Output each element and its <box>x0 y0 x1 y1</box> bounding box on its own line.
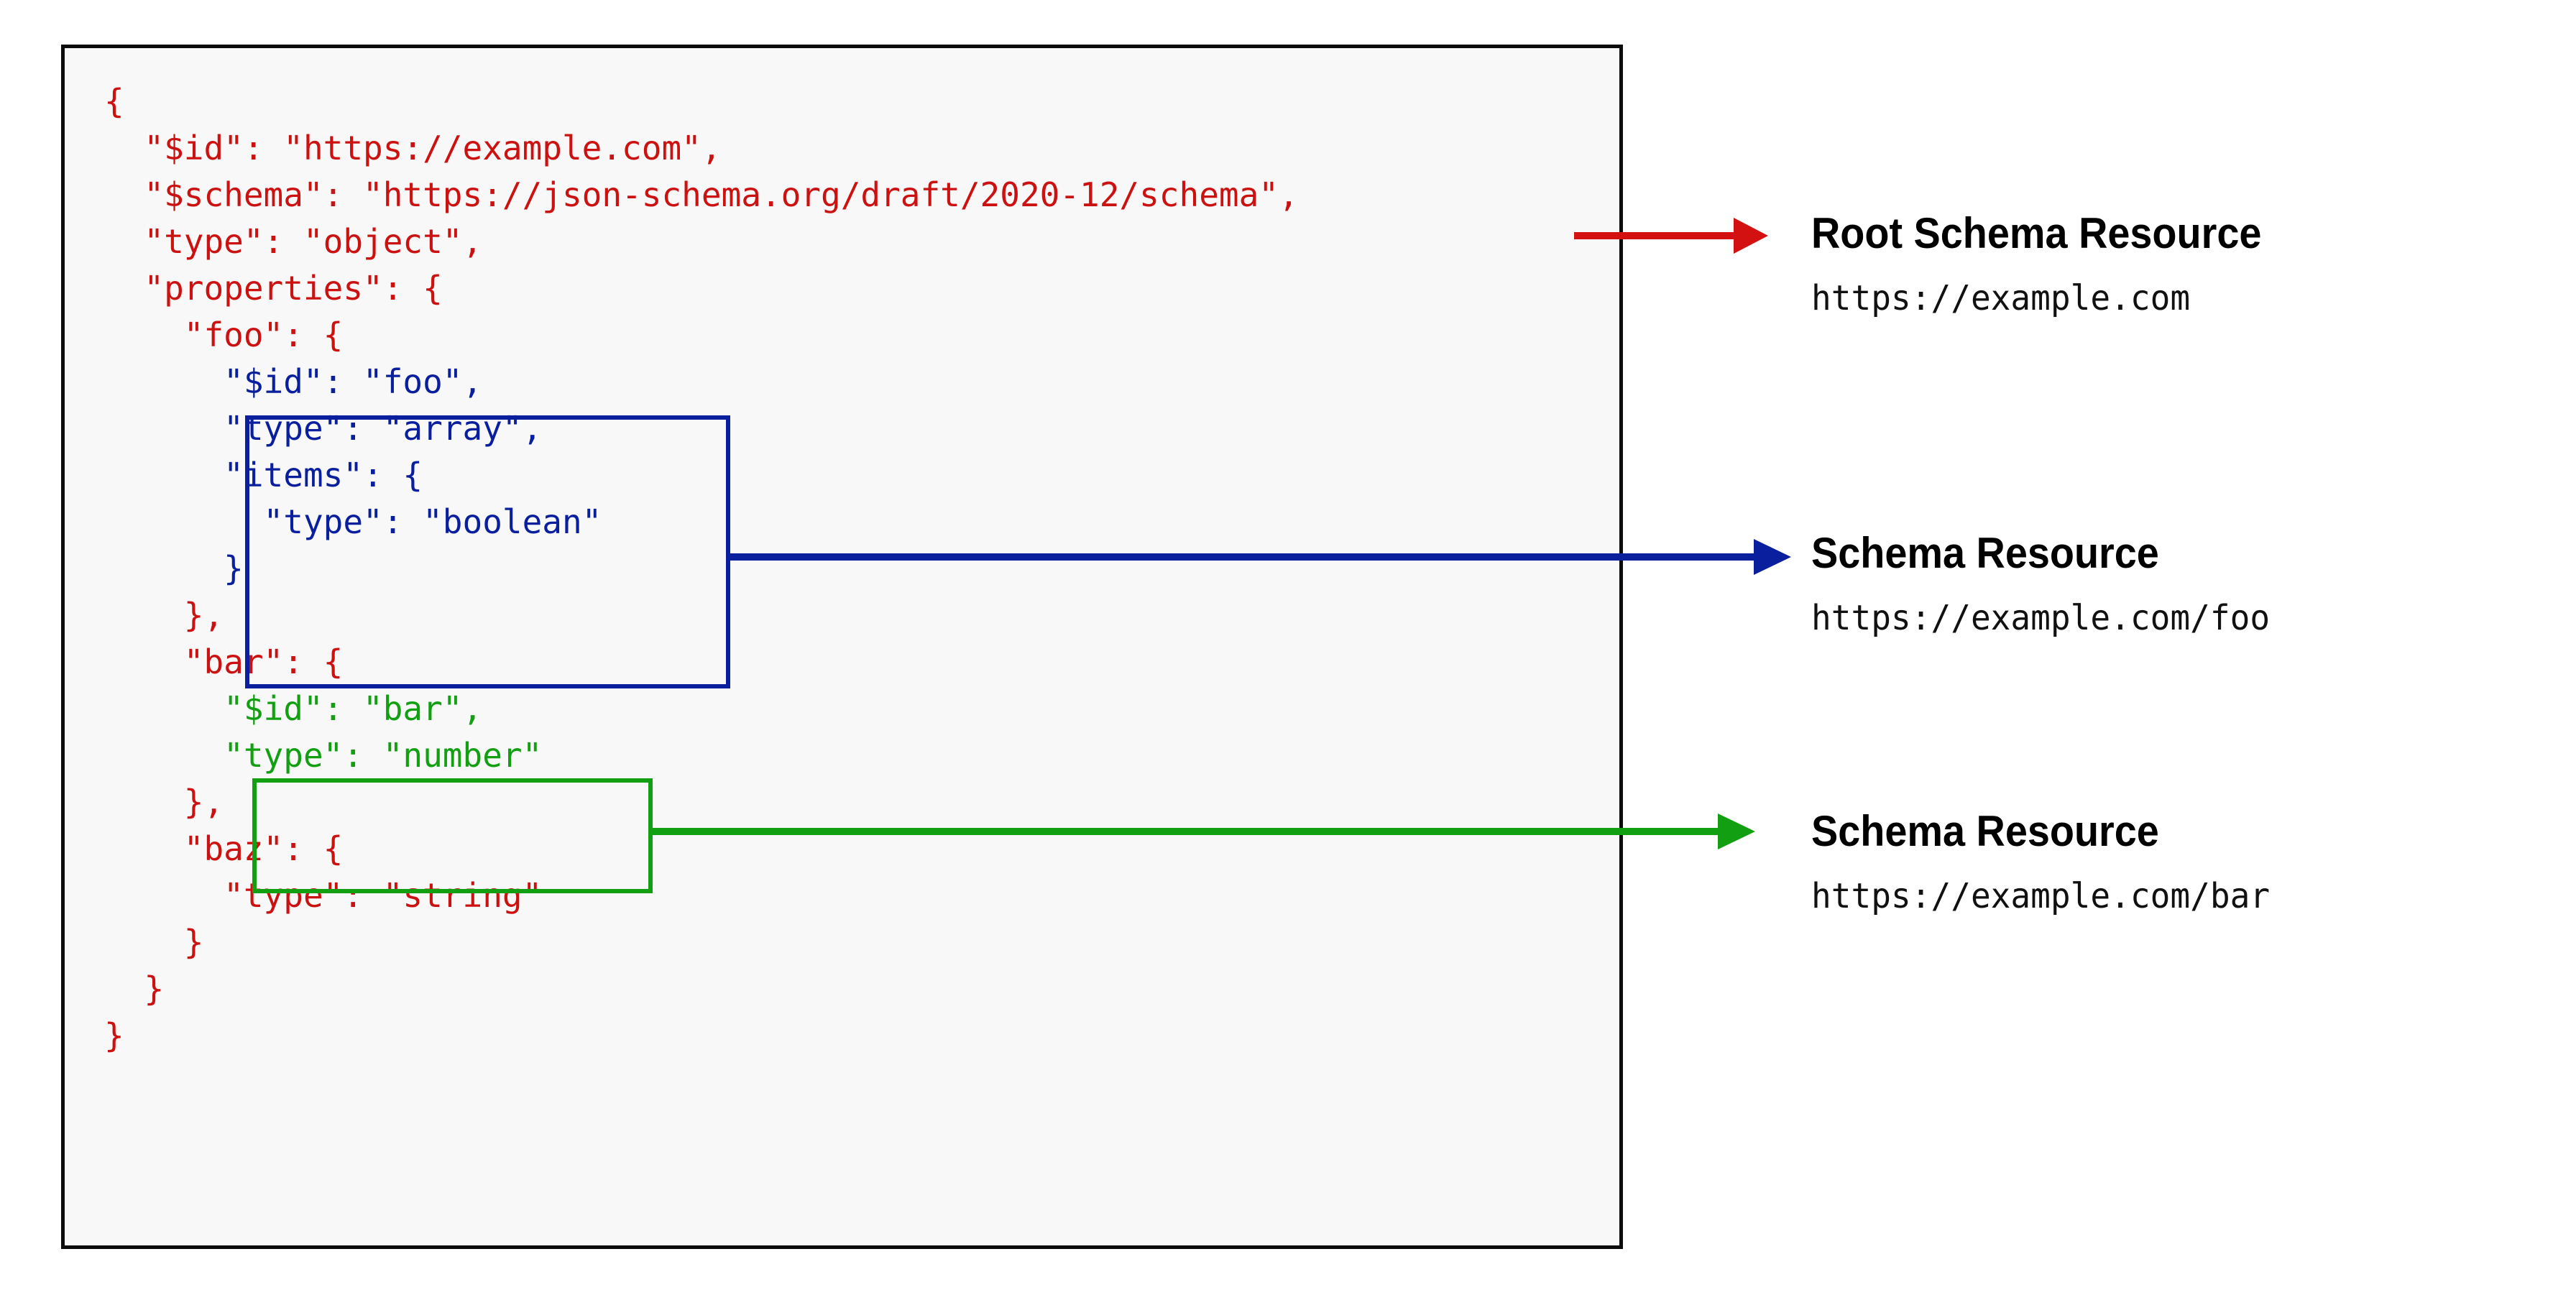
annotation-foo-schema: Schema Resource https://example.com/foo <box>1811 528 2289 639</box>
annotation-url: https://example.com/bar <box>1811 876 2271 916</box>
code-line: }, <box>104 596 224 635</box>
code-line-highlight-blue: "items": { <box>104 456 423 494</box>
code-line-highlight-green: "$id": "bar", <box>104 689 483 728</box>
arrow-shaft <box>1574 232 1739 239</box>
code-line: "type": "object", <box>104 222 483 261</box>
arrow-head-icon <box>1754 539 1791 575</box>
arrow-shaft <box>727 553 1757 561</box>
code-line-highlight-blue: "type": "boolean" <box>104 502 602 541</box>
code-line: } <box>104 969 165 1008</box>
code-line: "$schema": "https://json-schema.org/draf… <box>104 175 1299 214</box>
foo-subschema-highlight-box <box>245 415 730 688</box>
annotation-title: Schema Resource <box>1811 807 2159 855</box>
annotation-root-schema: Root Schema Resource https://example.com <box>1811 208 2296 319</box>
json-schema-code: { "$id": "https://example.com", "$schema… <box>104 78 1299 1059</box>
code-panel: { "$id": "https://example.com", "$schema… <box>61 45 1623 1249</box>
code-line: "bar": { <box>104 642 344 681</box>
arrow-shaft <box>650 828 1721 835</box>
code-line: "properties": { <box>104 269 443 308</box>
code-line: { <box>104 82 124 121</box>
code-line-highlight-blue: "$id": "foo", <box>104 362 483 401</box>
annotation-bar-schema: Schema Resource https://example.com/bar <box>1811 806 2289 917</box>
code-line: } <box>104 1016 124 1055</box>
annotation-title: Root Schema Resource <box>1811 209 2262 257</box>
arrow-head-icon <box>1718 814 1755 849</box>
code-line: } <box>104 923 204 962</box>
annotation-url: https://example.com <box>1811 278 2191 318</box>
code-line: "foo": { <box>104 315 344 354</box>
code-line-highlight-green: "type": "number" <box>104 736 543 775</box>
code-line: "type": "string" <box>104 876 543 915</box>
code-line: "baz": { <box>104 829 344 868</box>
annotation-title: Schema Resource <box>1811 529 2159 577</box>
bar-subschema-highlight-box <box>252 778 653 893</box>
arrow-head-icon <box>1734 218 1768 254</box>
code-line: "$id": "https://example.com", <box>104 129 722 167</box>
annotation-url: https://example.com/foo <box>1811 598 2271 638</box>
code-line: }, <box>104 783 224 821</box>
code-line-highlight-blue: } <box>104 549 244 588</box>
